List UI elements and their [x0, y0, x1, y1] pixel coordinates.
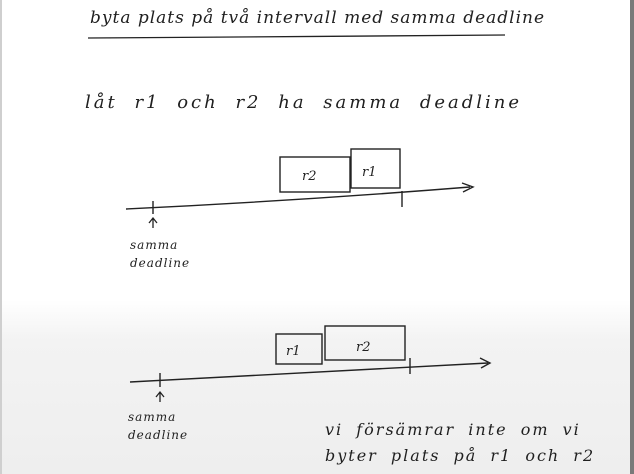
top-deadline-text: samma deadline	[130, 238, 191, 270]
top-interval-right-box	[350, 148, 401, 189]
top-interval-left-label: r2	[302, 169, 317, 184]
page-title: byta plats på två intervall med samma de…	[90, 8, 546, 28]
bottom-timeline-axis	[129, 362, 489, 383]
bottom-interval-right-box	[324, 325, 406, 361]
title-underline	[87, 34, 506, 39]
bottom-deadline-text: samma deadline	[128, 410, 189, 442]
conclusion-line-2: byter plats på r1 och r2	[325, 446, 596, 465]
top-interval-left-box	[279, 156, 351, 193]
bottom-deadline-arrow	[155, 390, 165, 402]
left-edge	[0, 0, 2, 474]
top-deadline-arrow	[148, 216, 158, 228]
bottom-interval-right-label: r2	[356, 340, 371, 355]
top-timeline-axis	[125, 186, 471, 210]
intro-text: låt r1 och r2 ha samma deadline	[85, 92, 523, 113]
bottom-interval-left-box	[275, 333, 323, 365]
right-edge-bar	[630, 0, 634, 474]
bottom-axis-arrowhead	[479, 357, 492, 369]
conclusion-line-1: vi försämrar inte om vi	[325, 420, 581, 439]
bottom-interval-left-label: r1	[286, 344, 301, 359]
top-axis-arrowhead	[461, 182, 475, 193]
top-interval-right-label: r1	[362, 165, 377, 180]
